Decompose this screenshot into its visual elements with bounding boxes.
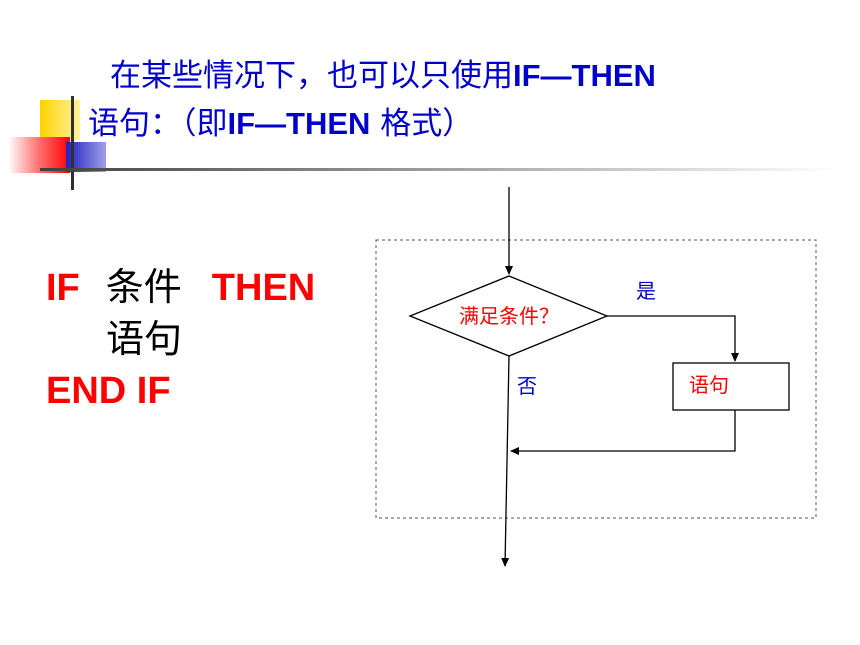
then-keyword: THEN: [211, 267, 316, 309]
dashed-frame: [375, 239, 817, 519]
vertical-rule: [71, 96, 74, 190]
statement-text: 语句: [106, 317, 183, 361]
code-line-if: IF 条件 THEN: [46, 262, 315, 314]
title-line2-zh-a: 语句：（即: [88, 106, 228, 142]
horizontal-rule: [40, 168, 840, 171]
title-line2-zh-b: 格式）: [370, 106, 474, 142]
code-line-endif: END IF: [46, 365, 315, 417]
title-line2-en: IF—THEN: [227, 106, 371, 141]
yes-label: 是: [636, 279, 656, 303]
code-syntax: IF 条件 THEN 语句 END IF: [46, 262, 315, 417]
merge-line: [510, 410, 736, 455]
code-line-statement: 语句: [46, 314, 315, 365]
if-keyword: IF: [46, 267, 80, 309]
slide-title: 在某些情况下，也可以只使用IF—THEN 语句：（即IF—THEN 格式）: [88, 52, 656, 148]
yes-branch: [607, 315, 739, 362]
condition-text: 条件: [105, 265, 182, 309]
endif-keyword: END IF: [46, 370, 171, 412]
red-bar: [8, 137, 70, 173]
decision-label: 满足条件？: [459, 304, 559, 328]
slide-decoration: [8, 96, 840, 190]
no-branch: [501, 355, 510, 567]
process-box: [672, 362, 790, 411]
no-label: 否: [517, 374, 537, 398]
process-label: 语句: [689, 373, 729, 397]
title-line1-zh: 在某些情况下，也可以只使用: [110, 58, 513, 94]
title-line1-en: IF—THEN: [513, 58, 656, 93]
